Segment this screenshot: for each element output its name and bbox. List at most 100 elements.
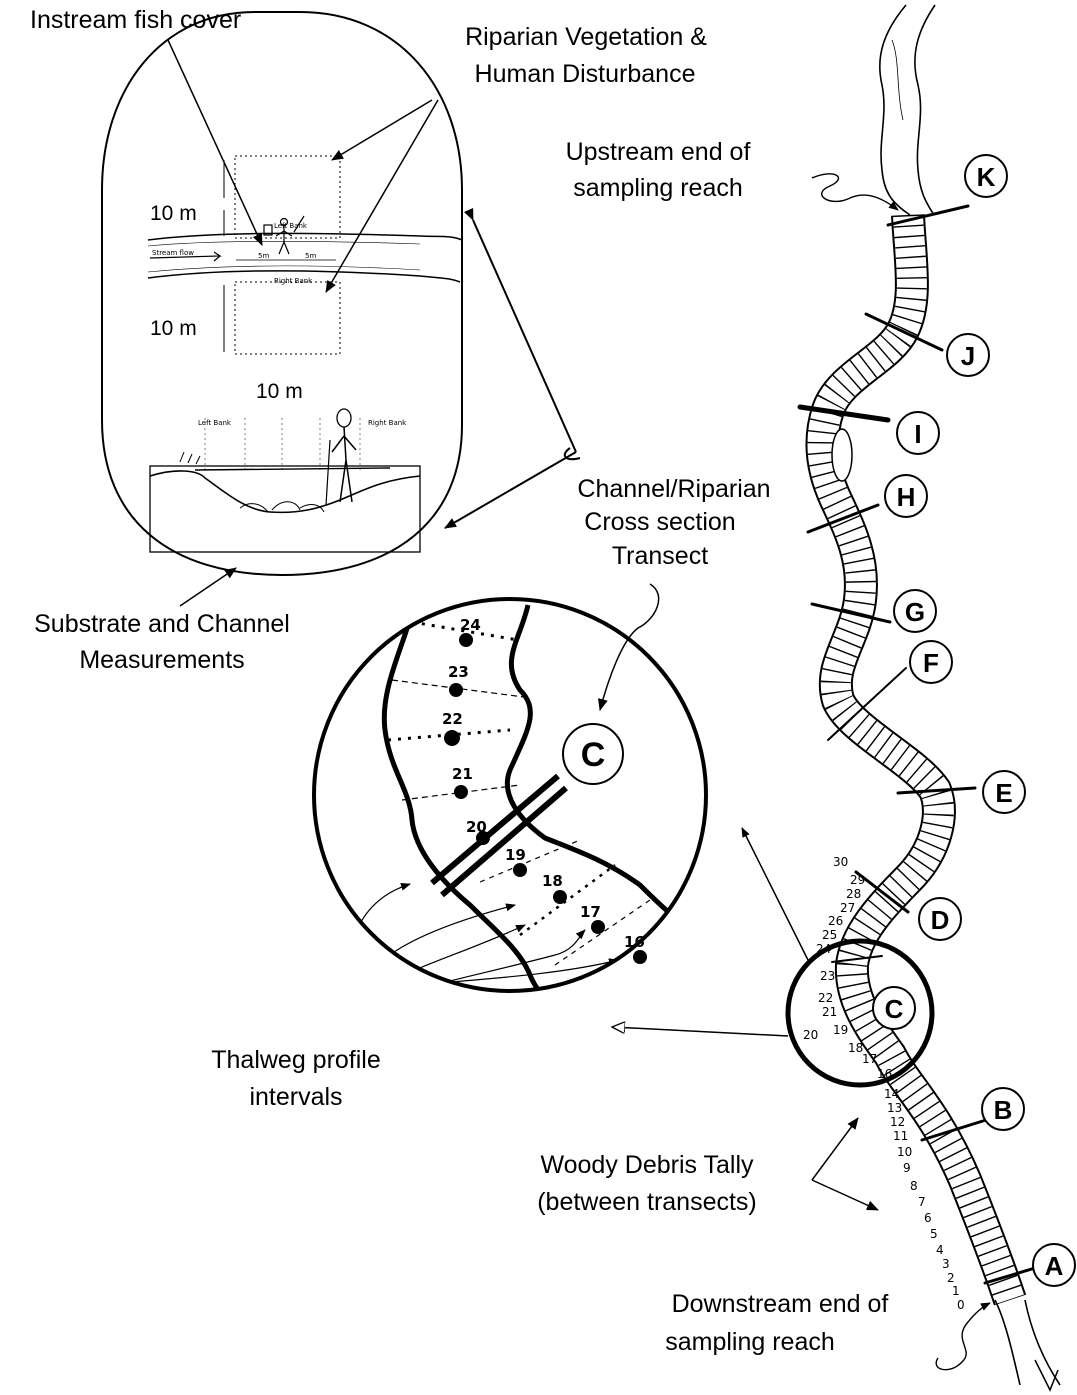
upstream-label-line2: sampling reach [573, 174, 743, 202]
zoomed-transect-inset: 24 23 22 21 20 19 18 17 16 C [314, 599, 710, 1020]
capsule-outline [102, 12, 462, 575]
reach-number: 5 [930, 1227, 938, 1241]
upstream-squiggle-arrow [812, 174, 898, 210]
transect-k-label: K [977, 162, 996, 192]
xs-left-bank: Left Bank [198, 419, 232, 427]
transect-f-marker: F [910, 641, 952, 683]
zoom-transect-c-line [432, 776, 558, 883]
transect-g-marker: G [894, 590, 936, 632]
sketch-right-bank: Right Bank [274, 277, 313, 285]
transect-b-marker: B [982, 1088, 1024, 1130]
station-number-23: 23 [448, 663, 469, 681]
reach-number: 22 [818, 991, 833, 1005]
reach-number: 16 [877, 1067, 892, 1081]
reach-number: 7 [918, 1195, 926, 1209]
reach-number: 28 [846, 887, 861, 901]
transect-a-marker: A [1033, 1244, 1075, 1286]
transect-k-marker: K [965, 155, 1007, 197]
woody-debris-arrow-up [812, 1118, 858, 1180]
woody-debris-label-line2: (between transects) [537, 1188, 757, 1216]
reach-number: 26 [828, 914, 843, 928]
reach-number: 10 [897, 1145, 912, 1159]
transect-h-label: H [897, 482, 916, 512]
reach-number: 30 [833, 855, 848, 869]
transect-d-label: D [931, 905, 950, 935]
station-number-17: 17 [580, 903, 601, 921]
transect-g-label: G [905, 597, 925, 627]
woody-debris-label-line1: Woody Debris Tally [540, 1151, 754, 1179]
transect-e-label: E [995, 778, 1012, 808]
reach-number: 13 [887, 1101, 902, 1115]
substrate-label-line1: Substrate and Channel [34, 610, 290, 638]
station-dot-16 [633, 950, 647, 964]
riparian-label-line2: Human Disturbance [475, 60, 696, 88]
station-dot-19 [513, 863, 527, 877]
lower-plot-dimension: 10 m [150, 317, 197, 340]
station-number-24: 24 [460, 616, 481, 634]
station-dot-23 [449, 683, 463, 697]
reach-number: 29 [850, 873, 865, 887]
transect-a-label: A [1045, 1251, 1064, 1281]
channel-label-line2: Cross section [584, 508, 735, 536]
downstream-channel [995, 1300, 1060, 1385]
reach-number: 12 [890, 1115, 905, 1129]
downstream-squiggle-arrow [936, 1303, 990, 1370]
stream-flow-label: Stream flow [152, 249, 194, 257]
station-number-20: 20 [466, 818, 487, 836]
transect-f-label: F [923, 648, 939, 678]
inset-connector-line [473, 220, 576, 452]
riparian-label-line1: Riparian Vegetation & [465, 23, 707, 51]
zoom-link-arrow-lower [612, 1027, 788, 1036]
transect-j-marker: J [947, 334, 989, 376]
channel-label-line3: Transect [612, 542, 708, 570]
instream-fish-cover-label: Instream fish cover [30, 6, 241, 34]
reach-number: 20 [803, 1028, 818, 1042]
upstream-channel [880, 5, 935, 215]
downstream-label-line2: sampling reach [665, 1328, 835, 1356]
reach-number: 14 [884, 1087, 899, 1101]
zoom-transect-c-marker: C [563, 724, 623, 784]
station-dot-17 [591, 920, 605, 934]
island [832, 429, 852, 481]
riparian-arrow-lower [326, 100, 438, 292]
transect-j-label: J [961, 341, 975, 371]
zoom-transect-c-label: C [581, 736, 606, 774]
transect-i-marker: I [897, 412, 939, 454]
transect-e-marker: E [983, 771, 1025, 813]
station-number-19: 19 [505, 846, 526, 864]
reach-number: 9 [903, 1161, 911, 1175]
reach-number: 18 [848, 1041, 863, 1055]
reach-number: 0 [957, 1298, 965, 1312]
cross-section-sketch [150, 409, 420, 552]
reach-number: 3 [942, 1257, 950, 1271]
transect-b-label: B [994, 1095, 1013, 1125]
thalweg-label-line2: intervals [249, 1083, 342, 1111]
lower-plot-box [235, 282, 340, 354]
reach-number: 27 [840, 901, 855, 915]
reach-number: 2 [947, 1271, 955, 1285]
reach-number: 19 [833, 1023, 848, 1037]
station-number-18: 18 [542, 872, 563, 890]
woody-debris-arrow-right [812, 1180, 878, 1210]
riparian-plot-inset: Stream flow 5m 5m Left Bank Right Bank 1… [102, 12, 462, 575]
reach-number: 4 [936, 1243, 944, 1257]
transect-i-label: I [914, 419, 921, 449]
plot-width-dimension: 10 m [256, 380, 303, 403]
transect-h-marker: H [885, 475, 927, 517]
zoom-left-bank [384, 612, 580, 1020]
transect-callout-arrow [600, 584, 659, 710]
station-dot-21 [454, 785, 468, 799]
reach-number: 21 [822, 1005, 837, 1019]
zoom-link-arrow-upper [742, 828, 808, 960]
reach-number: 11 [893, 1129, 908, 1143]
riparian-arrow-upper [332, 100, 432, 160]
substrate-arrow [180, 568, 236, 606]
station-dot-24 [459, 633, 473, 647]
reach-number: 8 [910, 1179, 918, 1193]
station-dot-18 [553, 890, 567, 904]
upper-plot-dimension: 10 m [150, 202, 197, 225]
sketch-5m-right: 5m [305, 252, 316, 260]
reach-number: 1 [952, 1284, 960, 1298]
substrate-label-line2: Measurements [79, 646, 244, 674]
